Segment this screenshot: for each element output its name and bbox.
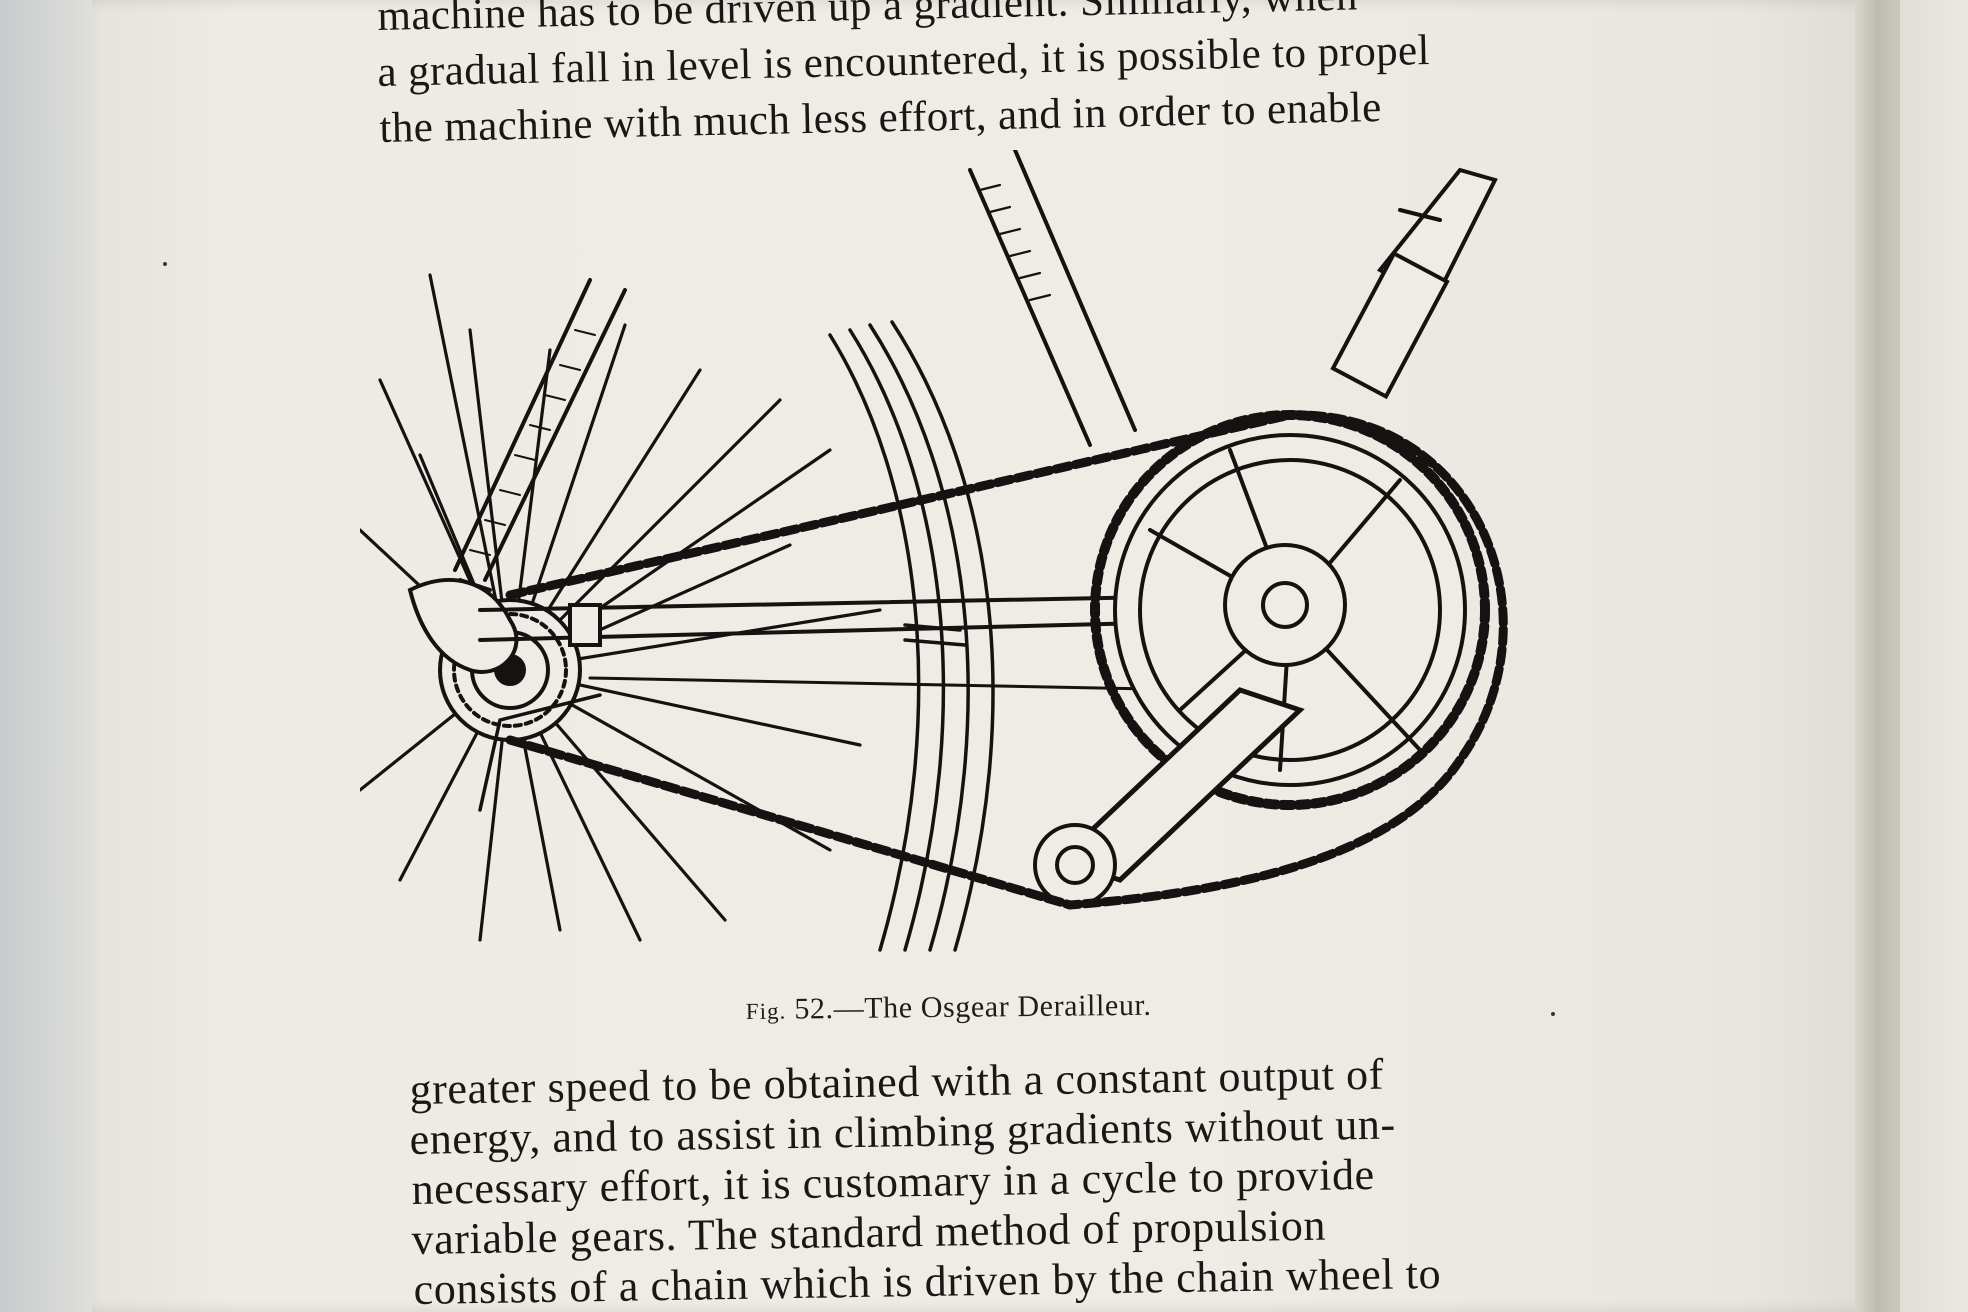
paper-speck [1551,1012,1555,1016]
figure-caption-prefix: Fig. [745,998,787,1025]
seat-tube [968,150,1137,447]
rear-dropout [407,578,519,674]
gear-arm [478,693,602,812]
osgear-derailleur-illustration [360,150,1508,952]
gear-cable [588,676,1202,692]
figure-caption: Fig. 52.—The Osgear Derailleur. [746,989,1152,1027]
paper-speck [163,262,167,266]
chain-around-ring [1065,410,1508,910]
figure-caption-text: 52.—The Osgear Derailleur. [786,988,1152,1026]
facing-page-edge [1900,0,1968,1312]
book-gutter [1855,0,1905,1312]
lower-crank [1055,687,1305,883]
lower-pedal-spindle [1033,823,1117,907]
book-page [92,0,1882,1312]
chain-bottom-run [505,735,1075,910]
seat-stay [453,278,627,592]
chain-top-run [505,410,1295,600]
front-tyre-arc [828,320,995,952]
table-background [0,0,100,1312]
crank-and-pedal [1330,167,1498,400]
chainring [1090,410,1490,810]
